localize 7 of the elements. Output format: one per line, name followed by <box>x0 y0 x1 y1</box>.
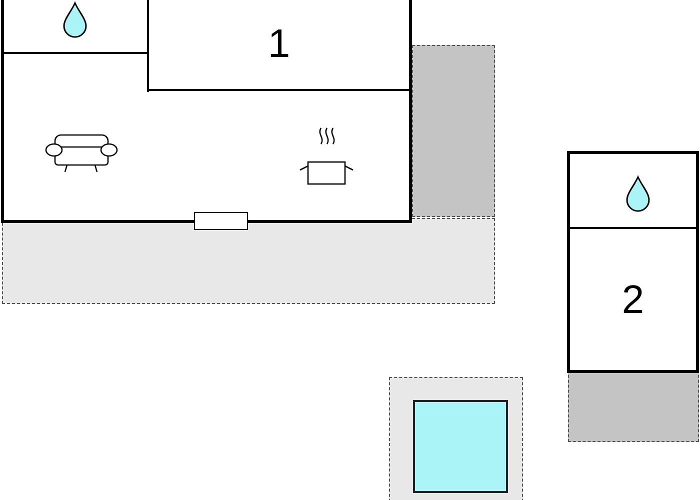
pool <box>412 400 508 492</box>
room-number: 2 <box>622 280 644 320</box>
terrace-area <box>412 45 495 217</box>
room-number: 1 <box>268 24 290 64</box>
terrace-area <box>2 218 495 304</box>
terrace-area <box>568 370 699 442</box>
pool-deck <box>389 377 523 500</box>
